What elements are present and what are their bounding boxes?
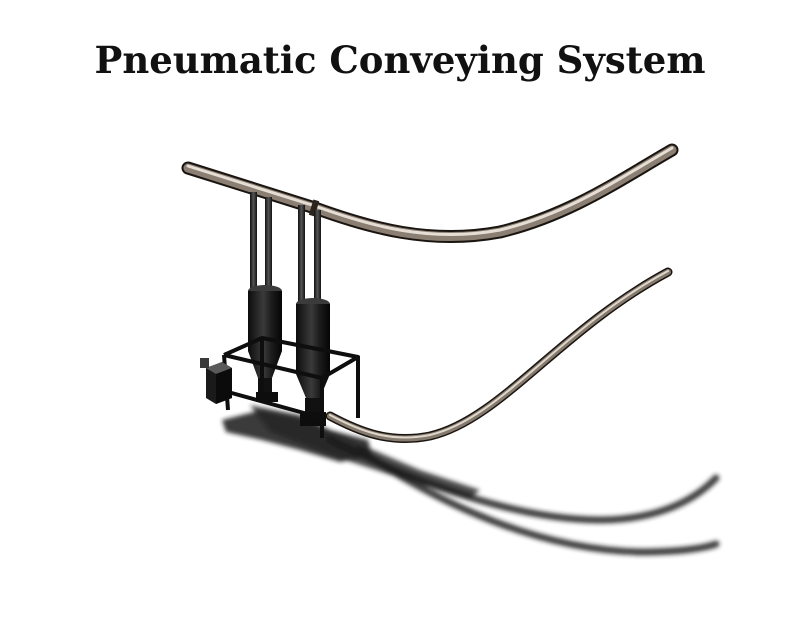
ground-shadow <box>222 405 720 556</box>
diagram-title: Pneumatic Conveying System <box>94 38 706 82</box>
lower-pipe <box>325 267 673 443</box>
upper-pipe <box>181 143 679 243</box>
blower-unit <box>200 358 232 404</box>
vertical-tubes <box>250 192 321 308</box>
cyclone-separator-right <box>296 298 330 426</box>
